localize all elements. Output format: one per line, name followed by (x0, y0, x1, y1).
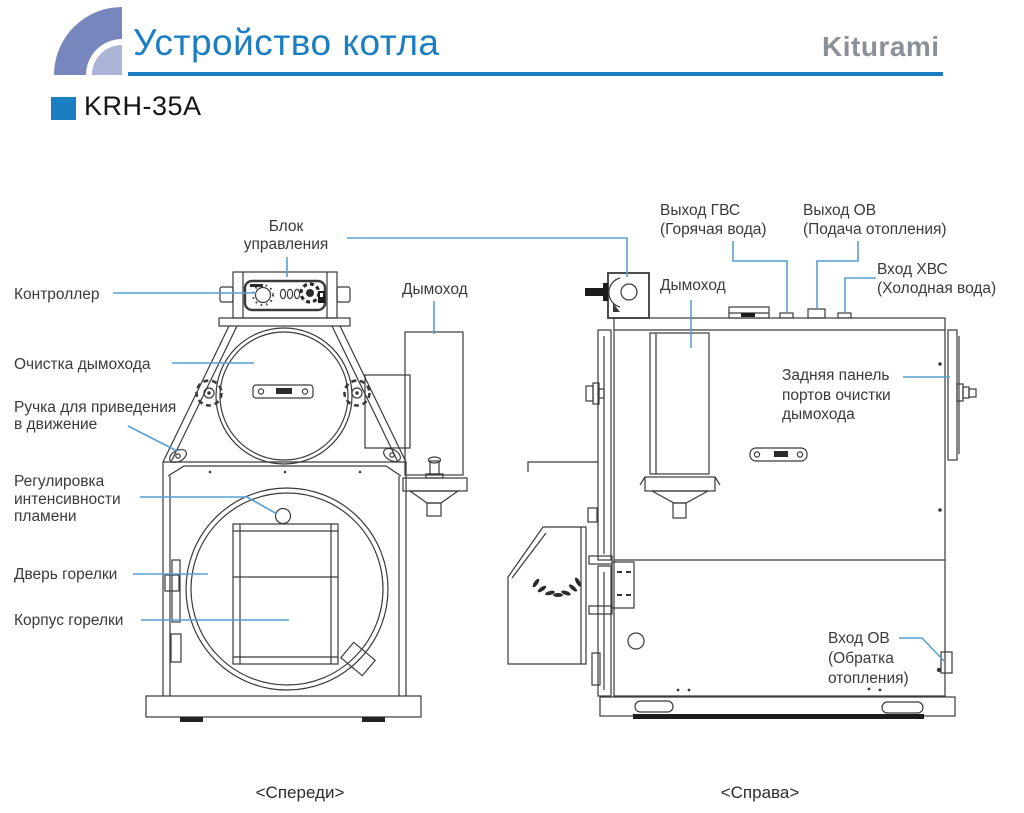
leader-lines (113, 237, 950, 662)
label-flame-intensity: Регулировка интенсивности пламени (14, 473, 121, 525)
handwheel-left-icon (195, 379, 223, 407)
control-unit-drawing (219, 271, 351, 319)
front-chimney-drawing (364, 331, 468, 517)
label-flue-cleaning: Очистка дымохода (14, 356, 151, 373)
label-chimney-right: Дымоход (660, 277, 726, 294)
right-view-drawing (507, 272, 977, 719)
label-heating-return-inlet: Вход ОВ (Обратка отопления) (828, 630, 909, 687)
brand-logo: Kiturami (822, 31, 940, 62)
label-dhw-outlet: Выход ГВС (Горячая вода) (660, 202, 767, 238)
label-cold-water-inlet: Вход ХВС (Холодная вода) (877, 261, 997, 297)
burner-side-drawing (507, 526, 587, 665)
label-drive-handle: Ручка для приведения в движение (14, 399, 177, 433)
model-bullet-icon (51, 97, 76, 120)
title-underline (128, 72, 943, 76)
label-rear-cleaning-panel: Задняя панель портов очистки дымохода (782, 367, 891, 423)
handwheel-right-icon (343, 379, 371, 407)
page-title: Устройство котла (133, 22, 440, 63)
caption-right-view: <Справа> (720, 783, 800, 802)
front-view-drawing (145, 271, 468, 722)
right-chimney-drawing (639, 332, 721, 519)
logo-quarter-circle-icon (54, 7, 122, 75)
caption-front-view: <Спереди> (255, 783, 345, 802)
label-control-unit: Блок управления (243, 218, 329, 253)
label-burner-body: Корпус горелки (14, 612, 124, 629)
label-controller: Контроллер (14, 286, 100, 303)
label-heating-supply-outlet: Выход ОВ (Подача отопления) (803, 202, 947, 238)
rear-panel-drawing (938, 329, 977, 512)
control-unit-side-drawing (585, 272, 650, 319)
label-chimney-front: Дымоход (402, 281, 468, 298)
model-name: KRH-35A (84, 91, 202, 121)
label-burner-door: Дверь горелки (14, 566, 118, 583)
